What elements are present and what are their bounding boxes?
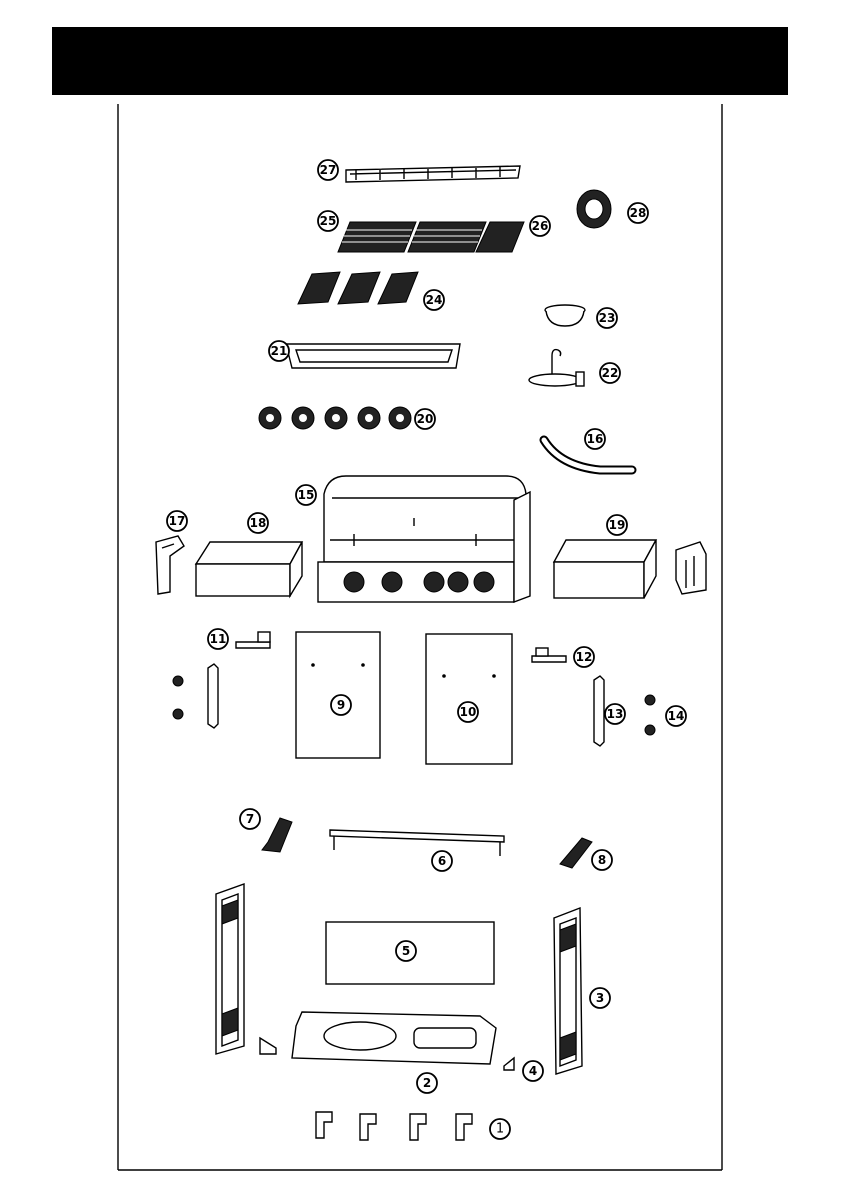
callout-19: 19 [607, 515, 627, 535]
svg-text:22: 22 [602, 366, 619, 380]
flame-tamer-icon [298, 272, 418, 304]
callout-14: 14 [666, 706, 686, 726]
grill-head-icon [318, 476, 530, 602]
svg-text:16: 16 [587, 432, 604, 446]
callout-18: 18 [248, 513, 268, 533]
grease-cup-holder-icon [529, 350, 584, 386]
svg-text:24: 24 [426, 293, 443, 307]
svg-text:13: 13 [607, 707, 624, 721]
side-shelf-icon [554, 540, 656, 598]
callout-8: 8 [592, 850, 612, 870]
panel-icon [554, 908, 582, 1074]
svg-text:23: 23 [599, 311, 616, 325]
cooking-grate-icon [338, 222, 524, 252]
callout-17: 17 [167, 511, 187, 531]
callout-2: 2 [417, 1073, 437, 1093]
svg-text:1: 1 [496, 1122, 504, 1137]
callout-3: 3 [590, 988, 610, 1008]
bracket-icon [236, 632, 270, 648]
callout-6: 6 [432, 851, 452, 871]
callout-4: 4 [523, 1061, 543, 1081]
grease-tray-icon [286, 344, 460, 368]
callout-21: 21 [269, 341, 289, 361]
svg-text:2: 2 [423, 1076, 431, 1090]
svg-text:19: 19 [609, 518, 626, 532]
svg-text:5: 5 [402, 944, 410, 958]
svg-text:21: 21 [271, 344, 288, 358]
svg-text:28: 28 [630, 206, 647, 220]
callout-10: 10 [458, 702, 478, 722]
callout-28: 28 [628, 203, 648, 223]
caster-icon [316, 1112, 472, 1140]
panel-icon [216, 884, 244, 1054]
door-icon [426, 634, 512, 764]
bracket-icon [330, 830, 504, 856]
callout-26: 26 [530, 216, 550, 236]
callout-1: 1 [490, 1119, 510, 1139]
grease-cup-icon [545, 305, 585, 326]
callout-27: 27 [318, 160, 338, 180]
bracket-icon [156, 536, 184, 594]
bracket-icon [560, 838, 592, 868]
callout-20: 20 [415, 409, 435, 429]
svg-text:18: 18 [250, 516, 267, 530]
callout-9: 9 [331, 695, 351, 715]
bracket-icon [676, 542, 706, 594]
handle-icon [208, 664, 604, 746]
thermometer-icon [577, 190, 611, 228]
magnet-icon [173, 676, 655, 735]
callout-12: 12 [574, 647, 594, 667]
svg-text:20: 20 [417, 412, 434, 426]
svg-text:9: 9 [337, 698, 345, 712]
bracket-icon [262, 818, 292, 852]
svg-text:11: 11 [210, 632, 227, 646]
svg-text:3: 3 [596, 991, 604, 1005]
svg-text:15: 15 [298, 488, 315, 502]
callout-16: 16 [585, 429, 605, 449]
callout-22: 22 [600, 363, 620, 383]
callout-15: 15 [296, 485, 316, 505]
svg-text:14: 14 [668, 709, 685, 723]
svg-text:26: 26 [532, 219, 549, 233]
callout-13: 13 [605, 704, 625, 724]
warming-rack-icon [346, 166, 520, 182]
svg-text:10: 10 [460, 705, 477, 719]
control-knob-icon [259, 407, 411, 429]
svg-text:12: 12 [576, 650, 593, 664]
svg-text:27: 27 [320, 163, 337, 177]
callout-24: 24 [424, 290, 444, 310]
callout-11: 11 [208, 629, 228, 649]
callout-7: 7 [240, 809, 260, 829]
svg-text:4: 4 [529, 1064, 537, 1078]
bracket-icon [532, 648, 566, 662]
svg-text:17: 17 [169, 514, 186, 528]
svg-text:7: 7 [246, 812, 254, 826]
svg-text:6: 6 [438, 854, 446, 868]
svg-text:8: 8 [598, 853, 606, 867]
svg-text:25: 25 [320, 214, 337, 228]
callout-25: 25 [318, 211, 338, 231]
callout-23: 23 [597, 308, 617, 328]
side-shelf-icon [196, 542, 302, 596]
callout-5: 5 [396, 941, 416, 961]
base-plate-icon [292, 1012, 496, 1064]
